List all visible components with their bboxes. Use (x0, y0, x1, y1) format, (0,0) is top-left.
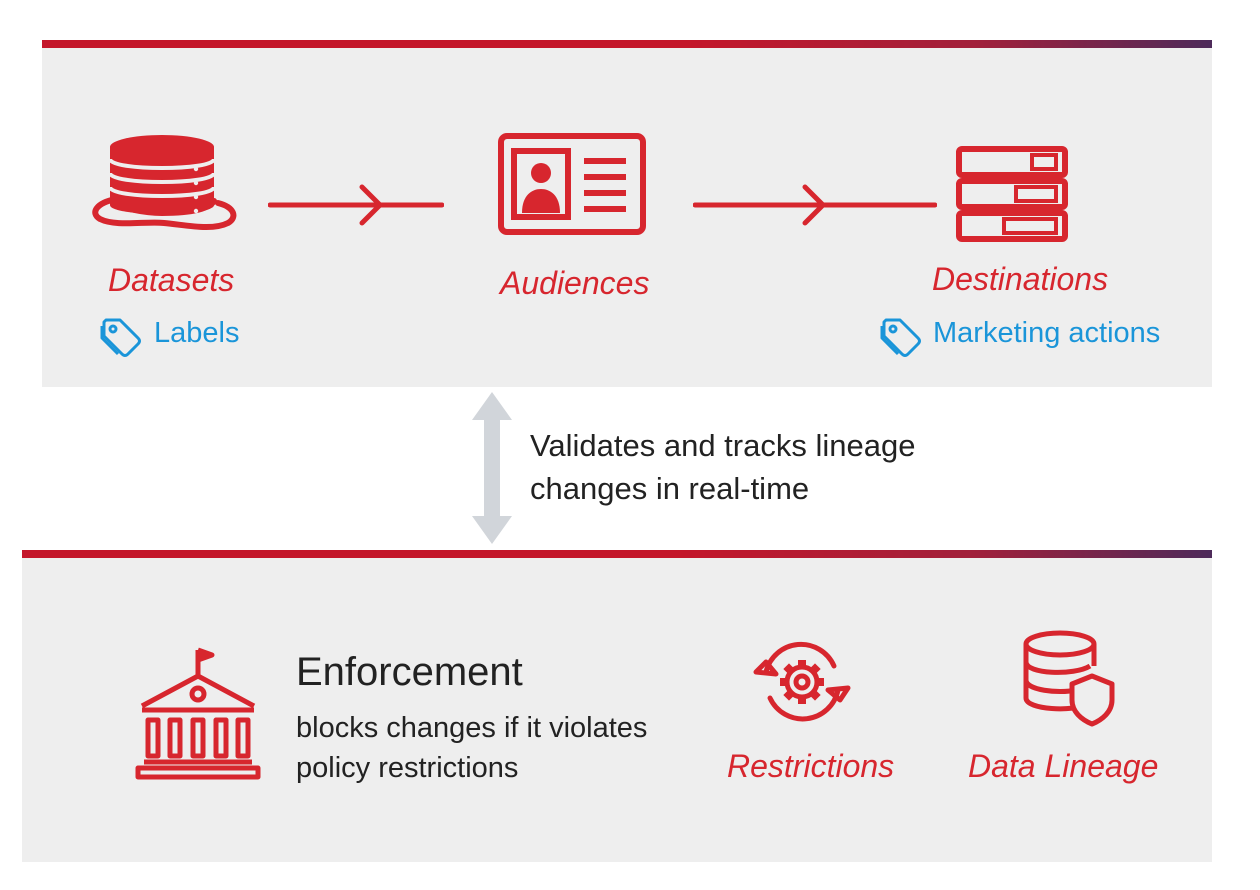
restrictions-label: Restrictions (727, 748, 895, 784)
flow-arrow-right (268, 184, 444, 226)
government-building-icon (135, 647, 261, 780)
double-arrow-icon (472, 392, 512, 544)
lineage-line-1: Validates and tracks lineage (530, 428, 916, 463)
profile-card-icon (498, 133, 646, 235)
server-icon (956, 146, 1068, 242)
enforcement-description: blocks changes if it violates policy res… (296, 708, 647, 788)
top-accent-bar (42, 40, 1212, 48)
destinations-label: Destinations (932, 261, 1109, 297)
database-icon (92, 135, 237, 230)
labels-tag-label: Labels (154, 317, 240, 349)
gear-cycle-icon (753, 641, 851, 722)
flow-arrow-right (693, 184, 937, 226)
tag-icon (100, 318, 141, 357)
lineage-line-2: changes in real-time (530, 471, 810, 506)
enforcement-desc-line-1: blocks changes if it violates (296, 712, 648, 744)
database-shield-icon (1023, 630, 1115, 727)
lineage-description: Validates and tracks lineage changes in … (530, 424, 915, 510)
marketing-actions-label: Marketing actions (933, 317, 1161, 349)
bottom-panel (22, 550, 1212, 862)
enforcement-title: Enforcement (296, 650, 523, 694)
audiences-label: Audiences (500, 265, 650, 301)
enforcement-desc-line-2: policy restrictions (296, 752, 519, 784)
bottom-accent-bar (22, 550, 1212, 558)
datasets-label: Datasets (108, 262, 235, 298)
tag-icon (880, 318, 921, 357)
data-lineage-label: Data Lineage (968, 748, 1159, 784)
